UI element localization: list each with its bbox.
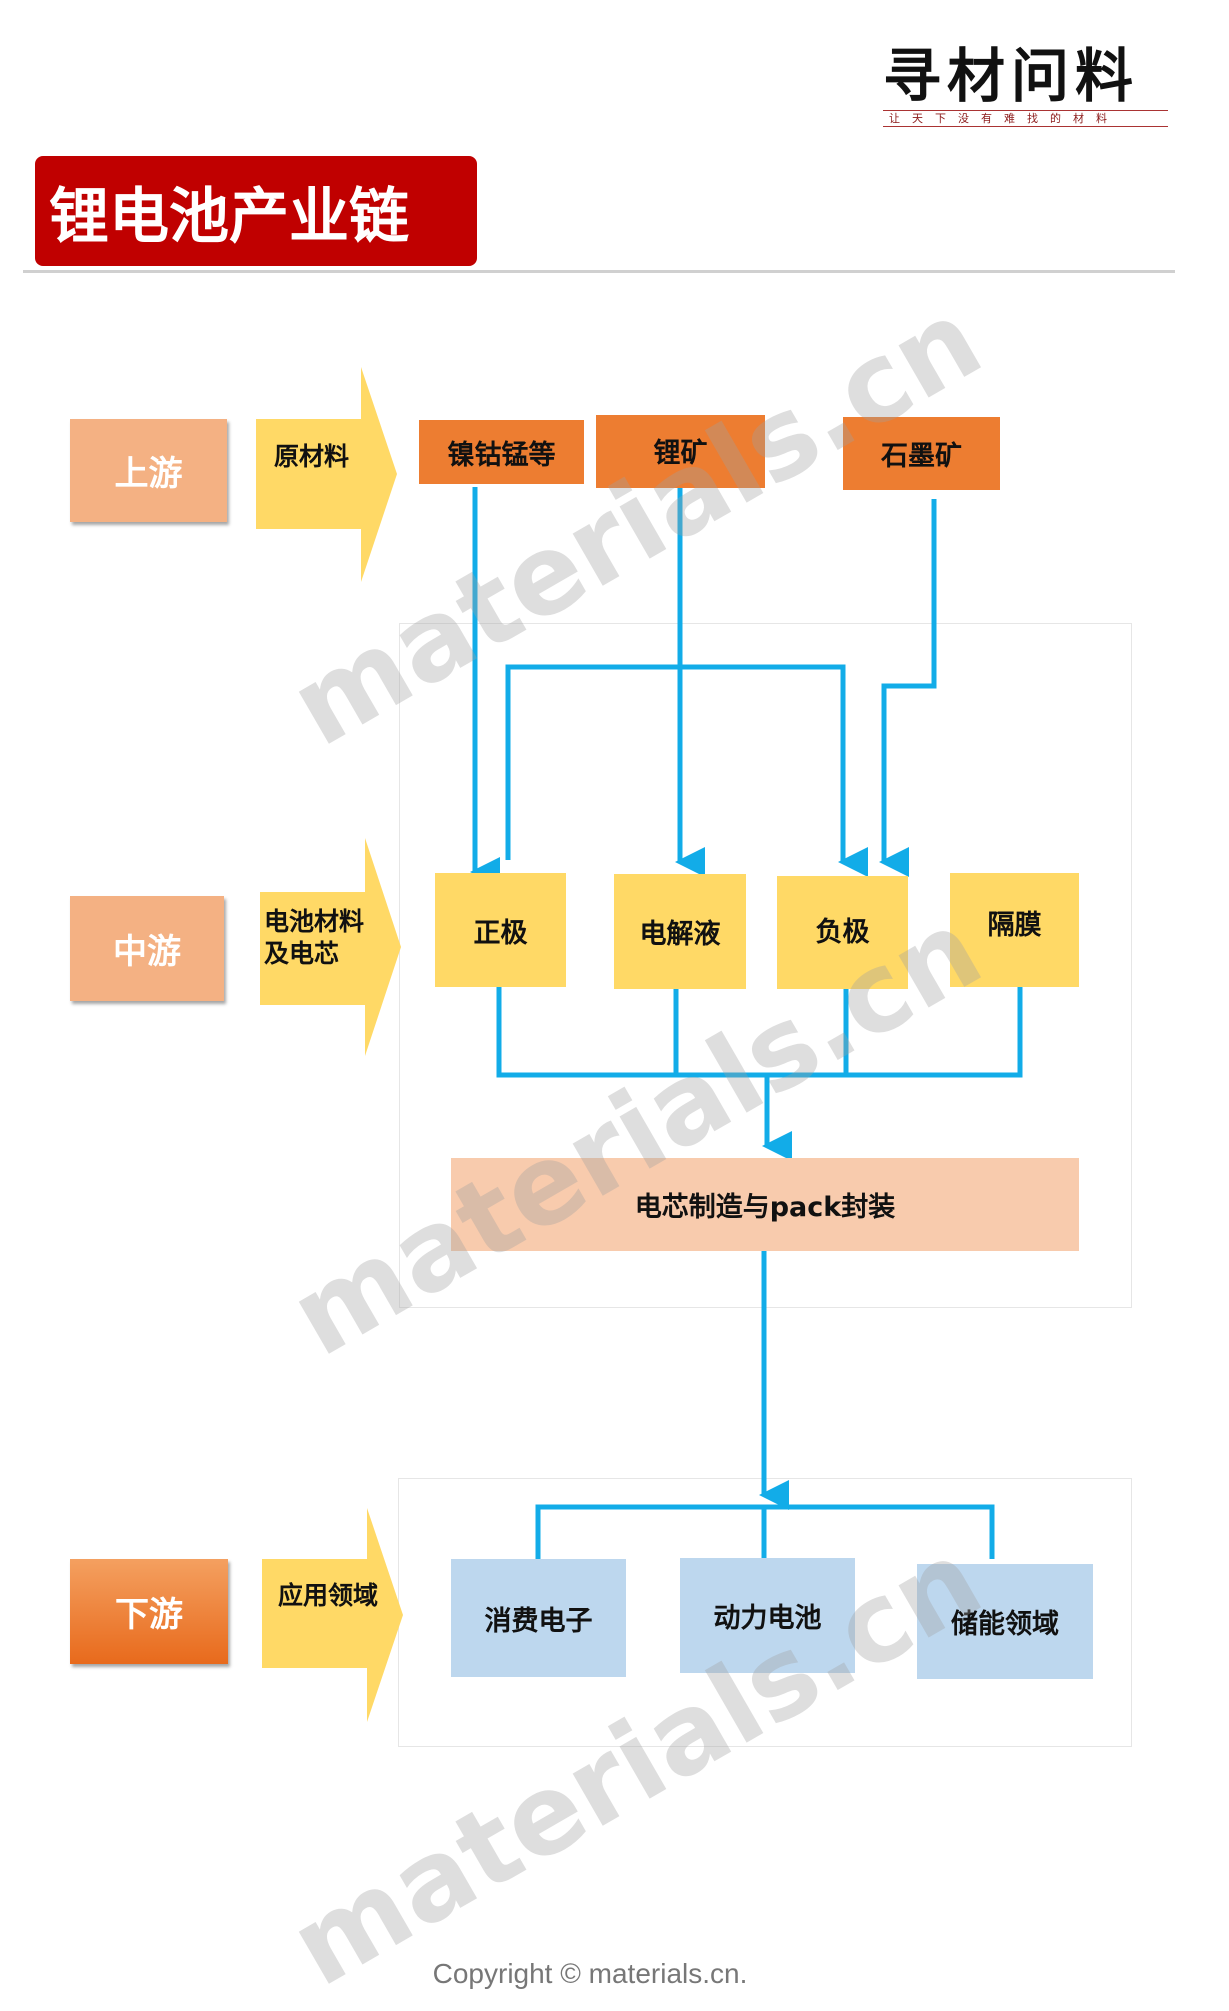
title-divider bbox=[23, 270, 1175, 273]
flow-line bbox=[879, 499, 937, 877]
category-label: 应用领域 bbox=[278, 1581, 379, 1610]
copyright: Copyright © materials.cn. bbox=[432, 1958, 748, 1989]
category-label: 原材料 bbox=[274, 442, 350, 471]
category-arrow-upstream: 原材料 bbox=[256, 367, 397, 582]
raw-material-nickel-cobalt-manganese: 镍钴锰等 bbox=[419, 420, 584, 484]
arrow-shape bbox=[256, 367, 397, 582]
category-label: 电池材料 bbox=[264, 907, 365, 936]
logo-slogan: 让天下没有难找的材料 bbox=[889, 112, 1119, 125]
logo: 寻材问料 让天下没有难找的材料 bbox=[883, 42, 1188, 132]
arrow-shape bbox=[260, 838, 401, 1056]
stage-upstream: 上游 bbox=[70, 419, 227, 522]
flow-line bbox=[535, 1504, 995, 1559]
flow-line bbox=[505, 664, 868, 877]
stage-midstream: 中游 bbox=[70, 896, 224, 1001]
raw-material-lithium-ore: 锂矿 bbox=[596, 415, 765, 488]
material-anode: 负极 bbox=[777, 876, 908, 989]
material-separator: 隔膜 bbox=[950, 873, 1079, 987]
application-energy-storage: 储能领域 bbox=[917, 1564, 1093, 1679]
raw-material-graphite-ore: 石墨矿 bbox=[843, 417, 1000, 490]
arrow-shape bbox=[262, 1508, 403, 1722]
application-consumer-electronics: 消费电子 bbox=[451, 1559, 626, 1677]
application-power-battery: 动力电池 bbox=[680, 1558, 855, 1673]
logo-title: 寻材问料 bbox=[883, 42, 1140, 110]
category-arrow-midstream: 电池材料 及电芯 bbox=[260, 838, 401, 1056]
stage-downstream: 下游 bbox=[70, 1559, 228, 1664]
flow-line bbox=[496, 987, 1023, 1078]
category-arrow-downstream: 应用领域 bbox=[262, 1508, 403, 1722]
logo-rule: 让天下没有难找的材料 bbox=[883, 110, 1168, 127]
category-label: 及电芯 bbox=[264, 939, 340, 968]
material-electrolyte: 电解液 bbox=[614, 874, 746, 989]
material-cathode: 正极 bbox=[435, 873, 566, 987]
page-title: 锂电池产业链 bbox=[35, 156, 477, 266]
cell-manufacturing-pack: 电芯制造与pack封装 bbox=[451, 1158, 1079, 1251]
